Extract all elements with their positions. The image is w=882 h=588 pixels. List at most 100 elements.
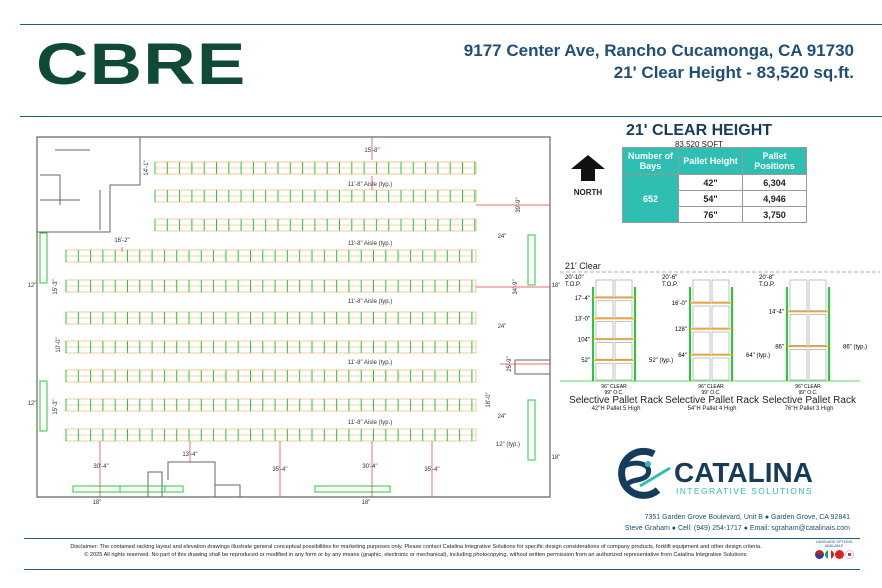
pallet-load	[692, 305, 711, 329]
pallet-load	[711, 305, 730, 329]
height-value: 54"	[678, 190, 743, 207]
dimension-label: 11'-8" Aisle (typ.)	[348, 360, 393, 366]
wall-rack	[527, 399, 536, 461]
oc-dim: 99" O.C.	[798, 390, 817, 396]
side-structure	[514, 359, 551, 375]
mexico-flag-icon[interactable]	[824, 550, 834, 559]
dimension-label: 12"	[28, 283, 37, 289]
rack-subtitle: 54"H Pallet 4 High	[687, 406, 737, 412]
china-flag-icon[interactable]	[834, 550, 844, 559]
pallet-table: Number of Bays Pallet Height Pallet Posi…	[622, 147, 807, 223]
dimension-label: 24"	[498, 414, 507, 420]
dimension-label: 18"	[552, 455, 560, 461]
top-rule	[20, 24, 882, 25]
pallet-load	[595, 300, 614, 318]
pallet-load	[614, 342, 633, 360]
table-row: 652 42" 6,304	[622, 174, 807, 223]
wall-rack	[119, 485, 166, 493]
dimension-label: 11'-8" Aisle (typ.)	[348, 241, 393, 247]
level-dim: 52"	[581, 358, 590, 364]
rack-subtitle: 76"H Pallet 3 High	[784, 406, 834, 412]
office-area	[36, 137, 141, 233]
oc-dim: 99" O.C.	[604, 390, 623, 396]
typical-dim: 64" (typ.)	[746, 353, 770, 359]
disclaimer-box	[24, 538, 860, 570]
us-flag-icon[interactable]	[814, 550, 824, 559]
floor-plan: 15'-8"14'-1"11'-8" Aisle (typ.)39'-9"24"…	[28, 136, 560, 506]
property-address: 9177 Center Ave, Rancho Cucamonga, CA 91…	[463, 41, 854, 60]
dimension-label: 18"	[552, 283, 560, 289]
rack-title: Selective Pallet Rack	[762, 395, 856, 406]
pallet-load	[789, 314, 808, 346]
pallet-load	[595, 362, 614, 381]
dimension-label: 24"	[498, 234, 507, 240]
wall-rack	[72, 485, 184, 493]
disclaimer: Disclaimer: The contained racking layout…	[26, 543, 806, 559]
wall-rack	[527, 234, 536, 286]
pallet-load	[711, 357, 730, 381]
arrow-up-icon	[571, 155, 605, 181]
bays-value: 652	[622, 174, 679, 223]
wall-rack	[39, 232, 48, 284]
positions-value: 3,750	[742, 206, 807, 223]
height-value: 76"	[678, 206, 743, 223]
col-positions: Pallet Positions	[742, 147, 807, 175]
oc-dim: 99" O.C.	[701, 390, 720, 396]
top-of-pallet-label: T.O.P.	[565, 282, 581, 288]
typical-dim: 86" (typ.)	[843, 344, 867, 350]
clear-dim: 96" CLEAR	[795, 384, 821, 390]
pallet-load	[692, 357, 711, 381]
pallet-load	[808, 279, 827, 311]
level-dim: 16'-0"	[672, 301, 687, 307]
wall-rack	[39, 380, 48, 432]
rack-subtitle: 42"H Pallet 5 High	[591, 406, 641, 412]
level-dim: 17'-4"	[575, 296, 590, 302]
dimension-label: 18"	[362, 500, 371, 506]
wall-rack	[314, 485, 391, 493]
level-dim: 64"	[678, 353, 687, 359]
dimension-label: 11'-8" Aisle (typ.)	[348, 420, 393, 426]
pallet-load	[808, 349, 827, 381]
dimension-label: 30'-4"	[362, 464, 377, 470]
cbre-logo: CBRE	[36, 32, 247, 97]
level-dim: 13'-0"	[575, 317, 590, 323]
positions-value: 6,304	[742, 174, 807, 191]
top-of-pallet-dim: 20'-6"	[662, 275, 677, 281]
dimension-label: 15'-3"	[53, 279, 59, 294]
korea-flag-icon[interactable]	[844, 550, 854, 559]
pallet-load	[789, 349, 808, 381]
pallet-load	[614, 300, 633, 318]
dimension-label: 11'-8" Aisle (typ.)	[348, 299, 393, 305]
dimension-label: 30'-4"	[93, 464, 108, 470]
pallet-load	[595, 321, 614, 339]
catalina-logo: CATALINA INTEGRATIVE SOLUTIONS	[618, 447, 813, 499]
dock-structure	[147, 461, 241, 497]
height-value: 42"	[678, 174, 743, 191]
language-label: LANGUAGE OPTIONS AVAILABLE	[815, 540, 853, 548]
col-bays: Number of Bays	[622, 147, 679, 175]
col-height: Pallet Height	[678, 147, 743, 175]
typical-dim: 52" (typ.)	[649, 358, 673, 364]
rack-elevations: 20'-10"T.O.P.17'-4"13'-0"104"52"52" (typ…	[560, 271, 880, 396]
pallet-load	[692, 331, 711, 355]
dimension-label: 15'-3"	[53, 399, 59, 414]
summary-sqft: 83,520 SQFT	[674, 140, 724, 149]
company-contact: Steve Graham ● Cell: (949) 254-1717 ● Em…	[624, 525, 850, 532]
header-rule	[20, 116, 882, 117]
level-dim: 86"	[775, 344, 784, 350]
disclaimer-text: Disclaimer: The contained racking layout…	[70, 544, 762, 550]
dimension-label: 18'-0"	[486, 392, 492, 407]
dimension-label: 18"	[93, 500, 102, 506]
rack-title: Selective Pallet Rack	[665, 395, 759, 406]
pallet-load	[789, 279, 808, 311]
dimension-label: 24"	[498, 324, 507, 330]
pallet-load	[692, 279, 711, 303]
clear-dim: 96" CLEAR	[601, 384, 627, 390]
table-header: Number of Bays Pallet Height Pallet Posi…	[622, 147, 807, 175]
dimension-label: 16'-2"	[114, 238, 129, 244]
building-outline	[36, 136, 551, 498]
clear-height-label: 21' Clear	[565, 261, 601, 271]
pallet-load	[614, 362, 633, 381]
company-address: 7351 Garden Grove Boulevard, Unit B ● Ga…	[644, 514, 850, 521]
top-of-pallet-label: T.O.P.	[662, 282, 678, 288]
